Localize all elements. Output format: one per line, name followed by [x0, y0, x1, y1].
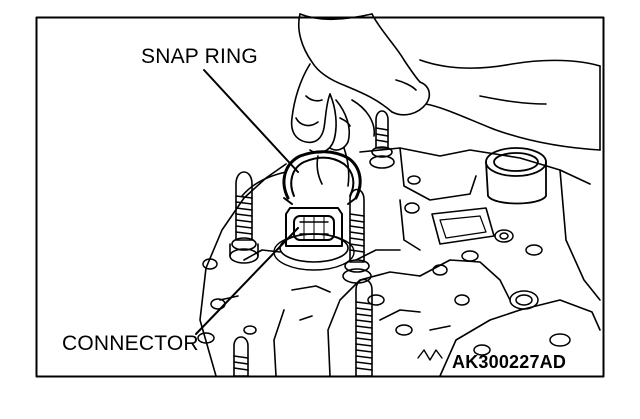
- stud-bottom: [355, 278, 373, 377]
- connector-label: CONNECTOR: [62, 332, 199, 355]
- figure-code-label: AK300227AD: [452, 352, 567, 372]
- stud-left: [229, 171, 259, 264]
- housing-port: [485, 147, 547, 205]
- connector-leader: [195, 227, 299, 335]
- figure-frame: [35, 16, 605, 378]
- housing-window: [431, 207, 495, 245]
- stud-right-top: [369, 110, 395, 169]
- snap-ring-label: SNAP RING: [141, 45, 258, 68]
- valve-body-housing: [199, 147, 601, 377]
- connector-part: [273, 207, 355, 271]
- figure-code-hatch: [417, 349, 443, 361]
- snap-ring-leader: [203, 69, 299, 173]
- stud-bottom-left: [233, 336, 249, 377]
- housing-bosses: [197, 175, 571, 356]
